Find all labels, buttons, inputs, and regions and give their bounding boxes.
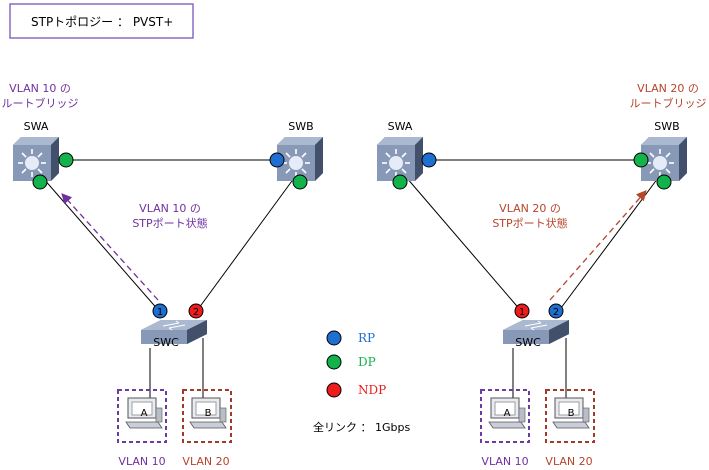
rp-port-dot <box>548 303 564 319</box>
ndp-port-dot <box>188 303 204 319</box>
swa-switch-icon <box>376 136 424 182</box>
dp-port-dot <box>32 174 48 190</box>
legend-dp-label: DP <box>358 355 376 369</box>
legend-dp-dot <box>326 354 342 370</box>
link-swa-swc-left <box>35 169 161 313</box>
root-bridge-label-line1: VLAN 10 の <box>9 82 71 95</box>
vlan20-box <box>182 389 232 443</box>
swa-label: SWA <box>24 120 49 133</box>
vlan-b-label: VLAN 20 <box>545 455 592 468</box>
pc-a-label: A <box>141 408 148 419</box>
root-bridge-label-line2: ルートブリッジ <box>2 96 79 110</box>
port-2-label: 2 <box>553 307 559 318</box>
link-swb-swc-left <box>195 169 301 313</box>
pc-b-label: B <box>568 408 575 419</box>
root-bridge-label-line1: VLAN 20 の <box>637 82 699 95</box>
swc-label: SWC <box>153 336 179 349</box>
title-text: STPトポロジー ： PVST+ <box>31 15 173 29</box>
link-swa-swc-right <box>399 169 523 313</box>
swc-label: SWC <box>515 336 541 349</box>
legend-ndp-label: NDP <box>358 383 386 397</box>
rp-port-dot <box>152 303 168 319</box>
rp-port-dot <box>269 152 285 168</box>
port-state-label-line2: STPポート状態 <box>492 216 567 230</box>
vlan-a-label: VLAN 10 <box>118 455 165 468</box>
rp-port-dot <box>421 152 437 168</box>
vlan-b-label: VLAN 20 <box>182 455 229 468</box>
right-topology: SWA SWB SWC VLAN 20 の ルートブリッジ VLAN 20 の … <box>376 82 707 468</box>
vlan20-box <box>545 389 595 443</box>
dp-port-dot <box>392 174 408 190</box>
root-bridge-label-line2: ルートブリッジ <box>630 96 707 110</box>
port-1-label: 1 <box>157 307 163 318</box>
vlan10-path-arrow <box>61 193 159 301</box>
port-state-label-line2: STPポート状態 <box>132 216 207 230</box>
legend-ndp-dot <box>326 382 342 398</box>
left-topology: SWA SWB SWC VLAN 10 の ルートブリッジ VLAN 10 の … <box>2 82 324 468</box>
vlan20-path-arrow <box>549 190 647 301</box>
legend-rp-label: RP <box>358 331 375 345</box>
swa-switch-icon <box>12 136 60 182</box>
legend-rp-dot <box>326 330 342 346</box>
vlan-a-label: VLAN 10 <box>481 455 528 468</box>
swb-label: SWB <box>288 120 313 133</box>
port-1-label: 1 <box>519 307 525 318</box>
dp-port-dot <box>58 152 74 168</box>
swa-label: SWA <box>388 120 413 133</box>
port-state-label-line1: VLAN 20 の <box>499 202 561 215</box>
pc-b-label: B <box>205 408 212 419</box>
title-box <box>9 3 194 39</box>
footnote-text: 全リンク ： 1Gbps <box>313 420 410 434</box>
port-2-label: 2 <box>193 307 199 318</box>
link-swb-swc-right <box>557 169 665 313</box>
port-state-label-line1: VLAN 10 の <box>139 202 201 215</box>
dp-port-dot <box>656 174 672 190</box>
swb-label: SWB <box>654 120 679 133</box>
ndp-port-dot <box>514 303 530 319</box>
vlan10-box <box>117 389 167 443</box>
vlan10-box <box>480 389 530 443</box>
dp-port-dot <box>633 152 649 168</box>
legend: RP DP NDP 全リンク ： 1Gbps <box>313 330 410 434</box>
pc-a-label: A <box>504 408 511 419</box>
dp-port-dot <box>292 174 308 190</box>
